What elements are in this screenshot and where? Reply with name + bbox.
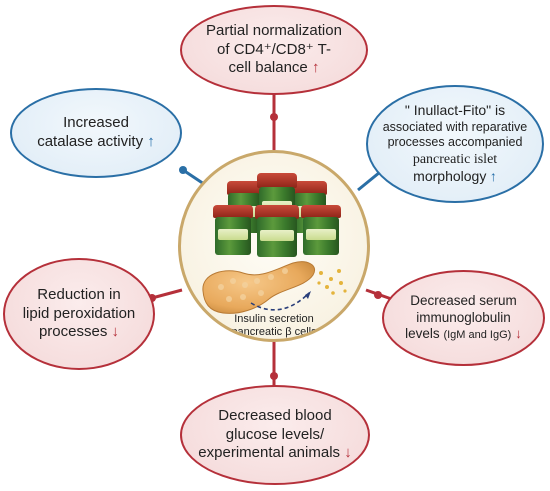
arrow-down-icon: ↓ — [111, 323, 120, 341]
arrow-down-icon: ↓ — [515, 326, 522, 342]
lipid-peroxidation-bubble: Reduction in lipid peroxidation processe… — [3, 258, 155, 370]
upper-left-line1: Increased — [63, 114, 129, 132]
upper-right-line4: pancreatic islet — [412, 151, 498, 167]
upper-right-line2: associated with reparative — [382, 119, 528, 134]
catalase-activity-bubble: Increased catalase activity ↑ — [10, 88, 182, 178]
lower-left-line3: processes — [38, 323, 108, 341]
lower-right-line1: Decreased serum — [410, 292, 517, 308]
lower-right-line3a: levels — [405, 326, 440, 342]
immunoglobulin-bubble: Decreased serum immunoglobulin levels (I… — [382, 270, 545, 366]
connector-bottom-dot — [270, 372, 278, 380]
lower-right-line3b: (IgM and IgG) — [443, 329, 512, 342]
lower-left-line1: Reduction in — [37, 285, 121, 303]
catalase-activity-text: Increased catalase activity ↑ — [27, 114, 165, 152]
lower-left-line2: lipid peroxidation — [22, 304, 136, 322]
inullact-fito-text: " Inullact-Fito" is associated with repa… — [377, 102, 534, 186]
upper-right-line5: morphology — [413, 168, 487, 185]
arrow-up-icon: ↑ — [311, 59, 320, 77]
connector-lower-right-dot — [374, 291, 382, 299]
upper-right-line3: processes accompanied — [387, 135, 523, 150]
immunoglobulin-text: Decreased serum immunoglobulin levels (I… — [399, 293, 528, 344]
top-line2: of CD4⁺/CD8⁺ T- — [217, 40, 331, 58]
bottom-line1: Decreased blood — [218, 406, 332, 424]
caption-line2: pancreatic β cells — [231, 325, 317, 338]
pancreas-icon — [202, 261, 347, 314]
supplement-jar-icon — [301, 205, 341, 255]
bottom-line2: glucose levels/ — [225, 425, 325, 443]
insulin-secretion-caption: Insulin secretion pancreatic β cells — [181, 313, 367, 338]
supplement-jar-icon — [255, 205, 299, 257]
blood-glucose-bubble: Decreased blood glucose levels/ experime… — [180, 385, 370, 485]
arrow-down-icon: ↓ — [344, 444, 352, 462]
cd4-cd8-balance-bubble: Partial normalization of CD4⁺/CD8⁺ T- ce… — [180, 5, 368, 95]
top-line1: Partial normalization — [206, 21, 342, 39]
bottom-line3: experimental animals — [198, 444, 341, 462]
arrow-up-icon: ↑ — [147, 133, 155, 150]
cd4-cd8-balance-text: Partial normalization of CD4⁺/CD8⁺ T- ce… — [196, 22, 352, 78]
lower-right-line2: immunoglobulin — [416, 309, 511, 325]
upper-right-line1: " Inullact-Fito" is — [404, 102, 506, 118]
connector-lower-left — [151, 288, 183, 300]
blood-glucose-text: Decreased blood glucose levels/ experime… — [188, 407, 361, 463]
supplement-jar-icon — [213, 205, 253, 255]
arrow-up-icon: ↑ — [489, 168, 497, 185]
lipid-peroxidation-text: Reduction in lipid peroxidation processe… — [13, 286, 146, 342]
caption-line1: Insulin secretion — [234, 313, 314, 325]
connector-top-dot — [270, 113, 278, 121]
center-circle: Insulin secretion pancreatic β cells — [178, 150, 370, 342]
top-line3: cell balance — [228, 59, 308, 77]
inullact-fito-bubble: " Inullact-Fito" is associated with repa… — [366, 85, 544, 203]
upper-left-line2: catalase activity — [37, 133, 144, 150]
connector-upper-left-dot — [179, 166, 187, 174]
